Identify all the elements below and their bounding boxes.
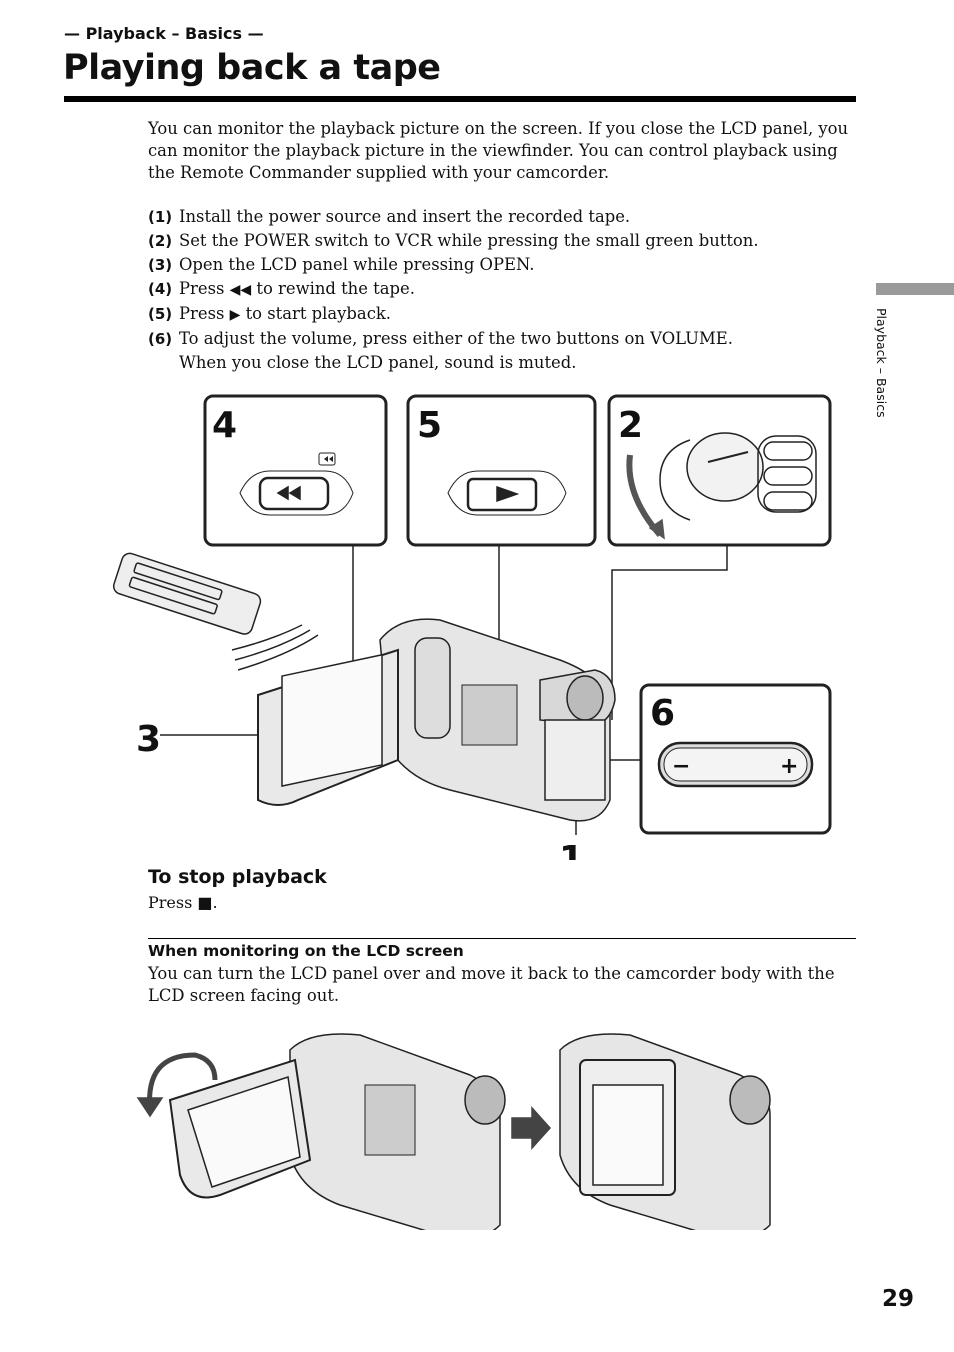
panel-5 (406, 394, 597, 547)
step-text: Press ▶ to start playback. (179, 304, 392, 323)
step-item: (3) Open the LCD panel while pressing OP… (148, 253, 860, 277)
page-number: 29 (882, 1286, 915, 1312)
camcorder-body (257, 618, 616, 822)
page-title: Playing back a tape (63, 48, 441, 88)
volume-plus: + (780, 754, 798, 779)
panel-2 (607, 394, 832, 547)
step-text: Set the POWER switch to VCR while pressi… (179, 231, 759, 250)
panel-4 (203, 394, 388, 547)
stop-heading: To stop playback (148, 866, 327, 888)
step-item: (4) Press ◀◀ to rewind the tape. (148, 277, 860, 302)
lcd-rotation-illustration (136, 1033, 771, 1230)
step-number: (4) (148, 280, 173, 298)
stop-icon: ■ (197, 893, 213, 912)
lcd-heading: When monitoring on the LCD screen (148, 942, 464, 960)
camcorder-illustration: 4 5 2 6 3 1 − + (112, 394, 832, 860)
step-text: To adjust the volume, press either of th… (179, 329, 733, 372)
section-rule (148, 938, 856, 939)
step-text: Press ◀◀ to rewind the tape. (179, 279, 415, 298)
callout-6: 6 (650, 693, 675, 734)
camcorder-lcd-open (168, 1033, 506, 1230)
lcd-text: You can turn the LCD panel over and move… (148, 964, 835, 1005)
step-item: (2) Set the POWER switch to VCR while pr… (148, 229, 860, 253)
step-number: (1) (148, 208, 173, 226)
remote-commander (112, 552, 262, 635)
step-text: Install the power source and insert the … (179, 207, 631, 226)
callout-2: 2 (618, 405, 643, 446)
volume-minus: − (672, 754, 690, 779)
step-number: (3) (148, 256, 173, 274)
step-item: (6) To adjust the volume, press either o… (148, 327, 860, 375)
arrow-right-icon (511, 1106, 552, 1150)
callout-3: 3 (136, 719, 161, 760)
intro-paragraph: You can monitor the playback picture on … (148, 119, 849, 182)
panel-6 (639, 683, 832, 835)
step-text: Open the LCD panel while pressing OPEN. (179, 255, 535, 274)
callout-4: 4 (212, 405, 237, 446)
step-item: (5) Press ▶ to start playback. (148, 302, 860, 327)
step-number: (5) (148, 305, 173, 323)
play-icon: ▶ (229, 307, 241, 323)
step-item: (1) Install the power source and insert … (148, 205, 860, 229)
section-label: — Playback – Basics — (64, 24, 264, 43)
stop-text: Press ■. (148, 893, 218, 912)
callout-5: 5 (417, 405, 442, 446)
rewind-icon: ◀◀ (229, 282, 252, 298)
title-rule (64, 96, 856, 102)
step-list: (1) Install the power source and insert … (148, 205, 860, 375)
callout-1: 1 (559, 839, 584, 860)
side-tab-bar (876, 283, 954, 295)
step-number: (6) (148, 330, 173, 348)
step-number: (2) (148, 232, 173, 250)
camcorder-lcd-closed (559, 1033, 771, 1230)
